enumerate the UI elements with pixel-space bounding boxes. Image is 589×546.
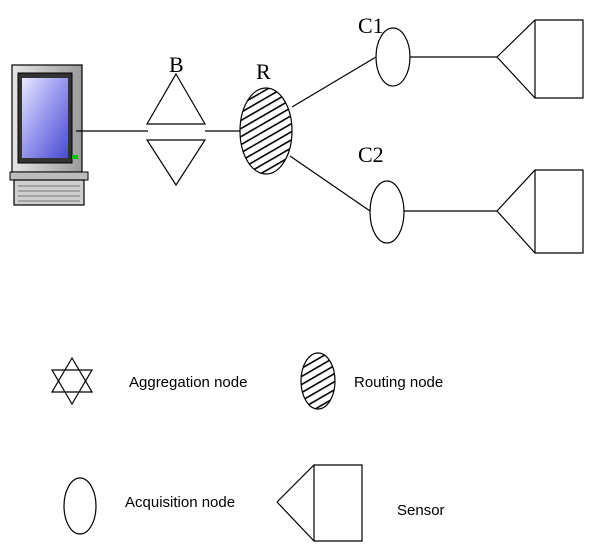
acquisition-node-c2: C2 (358, 142, 405, 244)
aggregation-node-b: B (145, 52, 207, 187)
link-routing-c1 (291, 56, 377, 108)
legend-star-up (50, 356, 94, 393)
aggregation-node-label: B (169, 52, 184, 77)
legend-star-down (50, 369, 94, 406)
star-triangle-down (145, 139, 207, 187)
routing-node-label: R (256, 59, 271, 84)
power-led (72, 155, 78, 159)
legend-routing: Routing node (300, 352, 443, 410)
legend-sensor-icon (276, 464, 363, 542)
legend-aggregation: Aggregation node (50, 356, 247, 406)
legend-acquisition-label: Acquisition node (125, 494, 235, 511)
sensor-2 (496, 169, 584, 254)
legend-routing-icon (300, 352, 336, 410)
legend-routing-label: Routing node (354, 374, 443, 391)
acquisition-node-c1: C1 (358, 13, 411, 87)
star-triangle-up (145, 72, 207, 125)
network-links (76, 56, 497, 212)
acquisition-node-c1-label: C1 (358, 13, 384, 38)
legend-acquisition-icon (63, 477, 97, 535)
screen (22, 78, 68, 158)
acquisition-node-c2-label: C2 (358, 142, 384, 167)
routing-node-r: R (239, 59, 293, 175)
legend-aggregation-label: Aggregation node (129, 374, 247, 391)
legend-sensor: Sensor (276, 464, 445, 542)
link-routing-c2 (289, 155, 371, 212)
legend: Aggregation node Routing node Acquisitio… (50, 352, 445, 542)
legend-acquisition: Acquisition node (63, 477, 235, 535)
sensor-1 (496, 19, 584, 99)
computer-icon (9, 64, 89, 206)
legend-sensor-label: Sensor (397, 502, 445, 519)
